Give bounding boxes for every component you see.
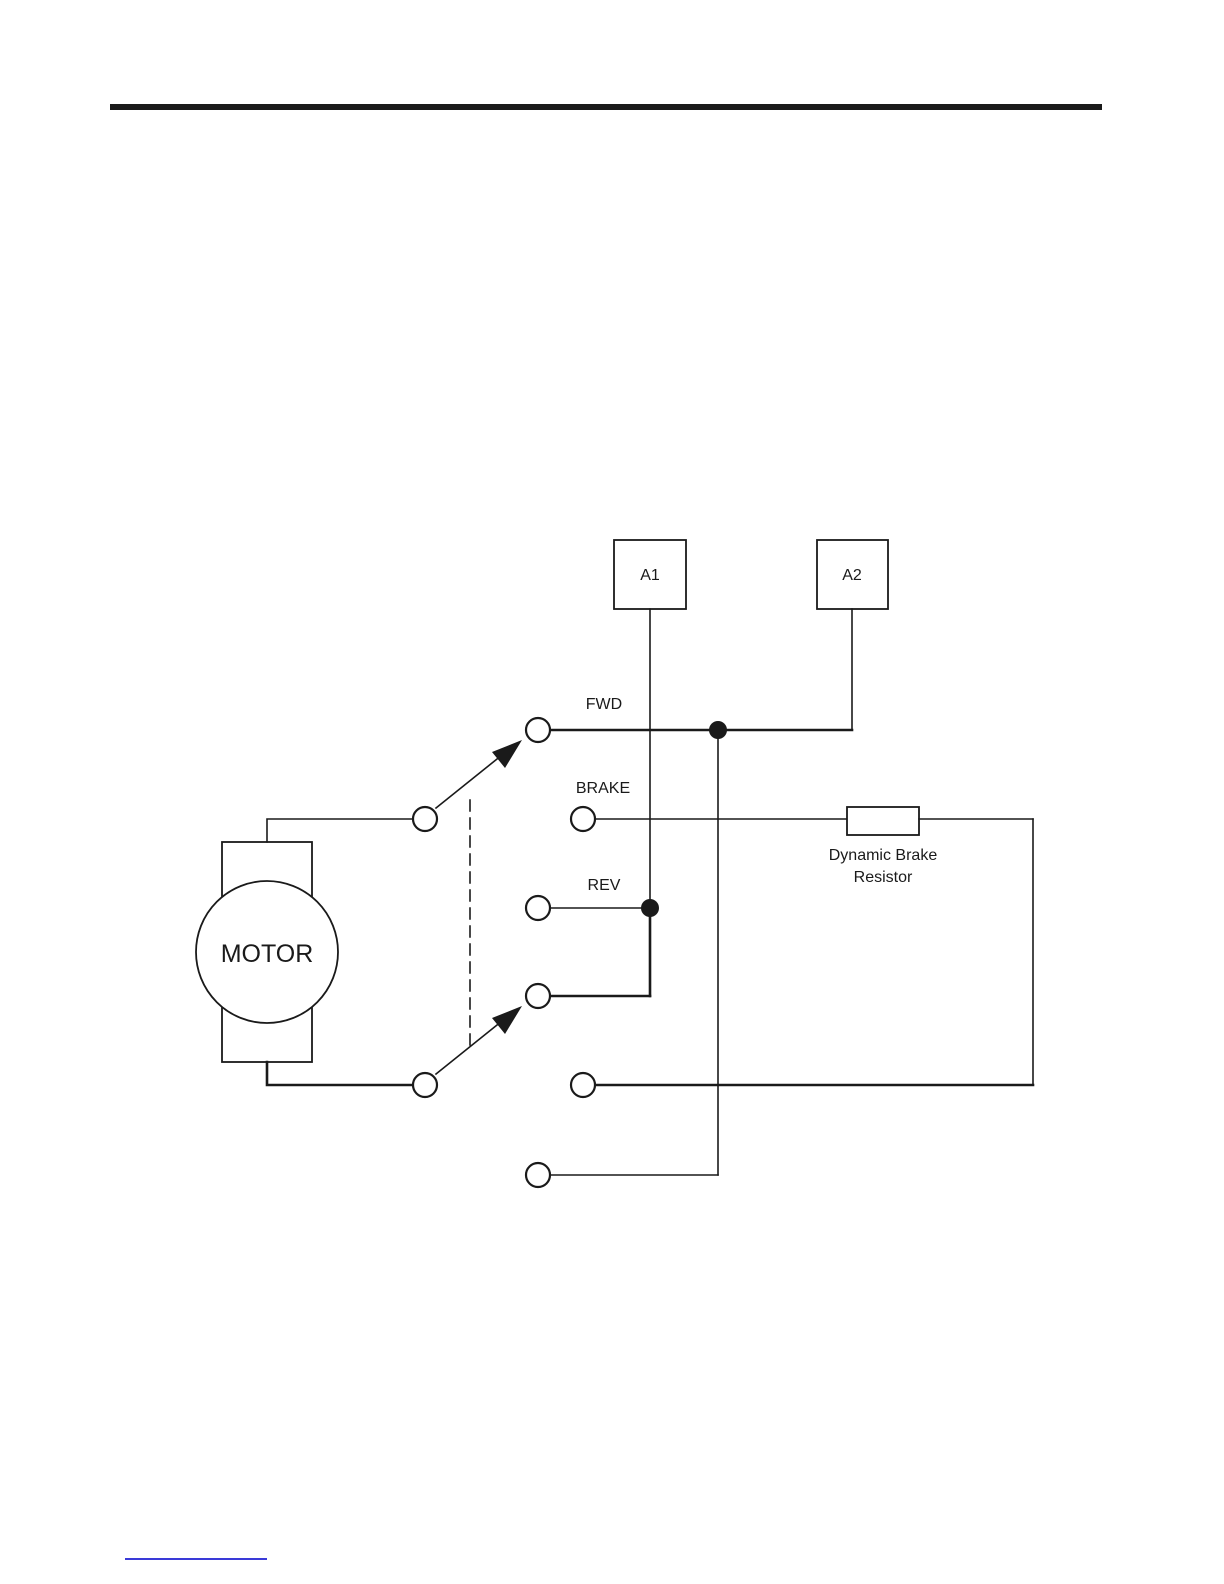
junction-fwd: [709, 721, 727, 739]
contact-fwd-upper: [526, 718, 550, 742]
contact-lower-1: [526, 984, 550, 1008]
resistor-label-line2: Resistor: [854, 869, 913, 886]
wire-motor-top-lead: [267, 819, 412, 842]
contact-lower-3: [526, 1163, 550, 1187]
contact-brake-label: BRAKE: [576, 780, 630, 797]
resistor-label-line1: Dynamic Brake: [829, 847, 938, 864]
switch-pivot-lower: [413, 1073, 437, 1097]
terminal-a1-label: A1: [640, 567, 660, 584]
footer-link-underline[interactable]: [125, 1558, 267, 1560]
lower-switch-arrowhead: [492, 1006, 522, 1034]
wire-motor-bottom-lead: [267, 1062, 412, 1085]
contact-lower-2: [571, 1073, 595, 1097]
contact-rev-label: REV: [588, 877, 621, 894]
lower-switch-arm: [436, 1021, 502, 1074]
motor-label: MOTOR: [221, 940, 314, 968]
contact-rev-upper: [526, 896, 550, 920]
junction-rev: [641, 899, 659, 917]
upper-switch-arrowhead: [492, 740, 522, 768]
upper-switch-arm: [436, 755, 502, 808]
dynamic-brake-resistor: [847, 807, 919, 835]
switch-pivot-upper: [413, 807, 437, 831]
terminal-a2-label: A2: [842, 567, 862, 584]
contact-fwd-label: FWD: [586, 696, 622, 713]
contact-brake-upper: [571, 807, 595, 831]
